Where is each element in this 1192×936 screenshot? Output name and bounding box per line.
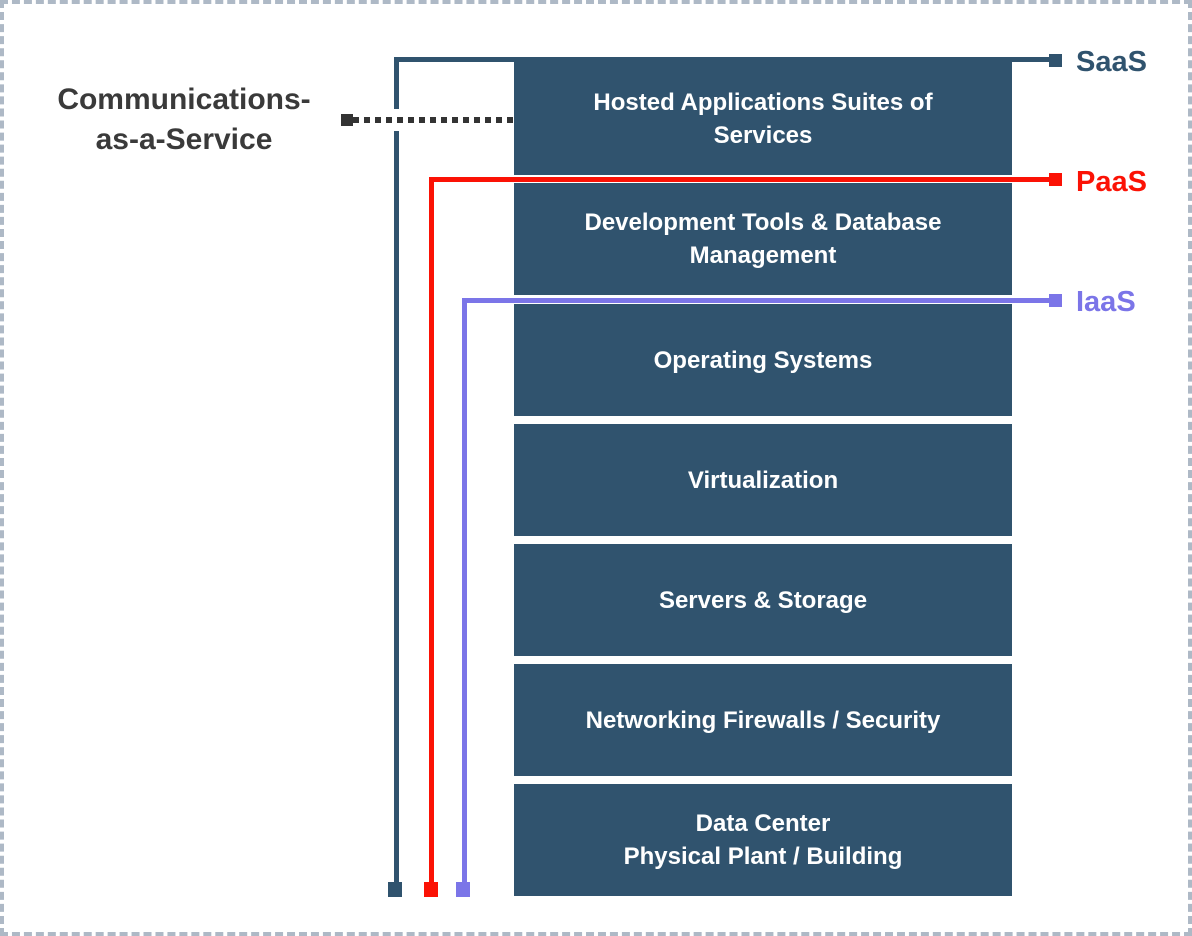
stack-box-label: Physical Plant / Building xyxy=(623,843,903,870)
paas-bracket-vertical-line xyxy=(429,177,434,882)
iaas-bracket-horizontal-line xyxy=(462,298,1055,303)
caas-dotted-line xyxy=(353,117,514,123)
saas-end-marker xyxy=(1049,54,1062,67)
paas-label: PaaS xyxy=(1076,166,1147,198)
caas-label-line: as-a-Service xyxy=(95,123,273,156)
stack-box-label: Virtualization xyxy=(687,466,839,494)
stack-box-data-center: Data Center Physical Plant / Building xyxy=(514,784,1012,896)
stack-box-label: Data Center xyxy=(695,810,831,837)
stack-box-development-tools: Development Tools & Database Management xyxy=(514,183,1012,295)
saas-label: SaaS xyxy=(1076,46,1147,78)
iaas-label: IaaS xyxy=(1076,286,1136,318)
saas-bracket-horizontal-line xyxy=(394,57,1055,62)
caas-square-marker xyxy=(341,114,353,126)
paas-bottom-marker xyxy=(424,882,438,897)
iaas-end-marker xyxy=(1049,294,1062,307)
stack-box-label: Hosted Applications Suites of xyxy=(593,88,933,116)
stack-box-servers-storage: Servers & Storage xyxy=(514,544,1012,656)
caas-label: Communications- as-a-Service xyxy=(24,80,344,160)
stack-box-label: Networking Firewalls / Security xyxy=(585,706,941,734)
saas-bottom-marker xyxy=(388,882,402,897)
iaas-bracket-vertical-line xyxy=(462,298,467,882)
caas-label-line: Communications- xyxy=(57,83,311,116)
stack-box-label: Servers & Storage xyxy=(658,586,868,614)
caas-dotted-connector xyxy=(353,109,514,131)
saas-bracket-vertical-line xyxy=(394,57,399,882)
stack-box-operating-systems: Operating Systems xyxy=(514,304,1012,416)
stack-box-label: Management xyxy=(689,242,837,269)
stack-box-label: Development Tools & Database xyxy=(584,209,942,236)
stack-box-networking-firewalls: Networking Firewalls / Security xyxy=(514,664,1012,776)
paas-end-marker xyxy=(1049,173,1062,186)
stack-box-virtualization: Virtualization xyxy=(514,424,1012,536)
iaas-bottom-marker xyxy=(456,882,470,897)
stack-box-label: Services xyxy=(713,121,813,149)
stack-box-label: Operating Systems xyxy=(653,346,873,374)
stack-box-hosted-applications: Hosted Applications Suites of Services xyxy=(514,62,1012,175)
paas-bracket-horizontal-line xyxy=(429,177,1055,182)
